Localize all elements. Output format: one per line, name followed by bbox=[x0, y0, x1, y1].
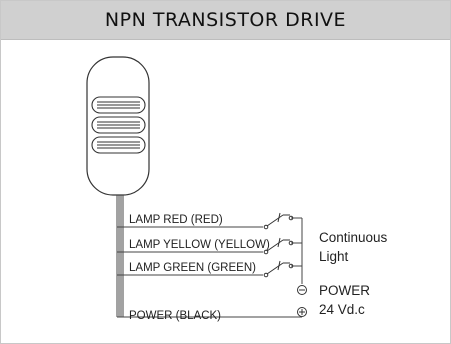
wire-label-power: POWER (BLACK) bbox=[129, 310, 221, 322]
wire-lines bbox=[123, 226, 302, 318]
minus-terminal-icon bbox=[297, 285, 307, 295]
common-bus bbox=[293, 217, 303, 284]
diagram-title: NPN TRANSISTOR DRIVE bbox=[104, 9, 347, 31]
mode-label-light: Light bbox=[319, 249, 349, 264]
cable-bundle bbox=[116, 195, 124, 318]
wire-label-yellow: LAMP YELLOW (YELLOW) bbox=[129, 239, 270, 251]
tower-lamp bbox=[86, 56, 150, 196]
switch-icon bbox=[263, 212, 294, 230]
switch-icon bbox=[263, 237, 294, 255]
voltage-label: 24 Vd.c bbox=[319, 302, 365, 317]
wire-label-red: LAMP RED (RED) bbox=[129, 214, 223, 226]
power-label: POWER bbox=[319, 283, 370, 298]
header-bar: NPN TRANSISTOR DRIVE bbox=[1, 1, 450, 40]
mode-label-continuous: Continuous bbox=[319, 230, 388, 245]
plus-terminal-icon bbox=[297, 307, 307, 317]
wire-label-green: LAMP GREEN (GREEN) bbox=[129, 262, 256, 274]
switch-icon bbox=[263, 260, 294, 278]
